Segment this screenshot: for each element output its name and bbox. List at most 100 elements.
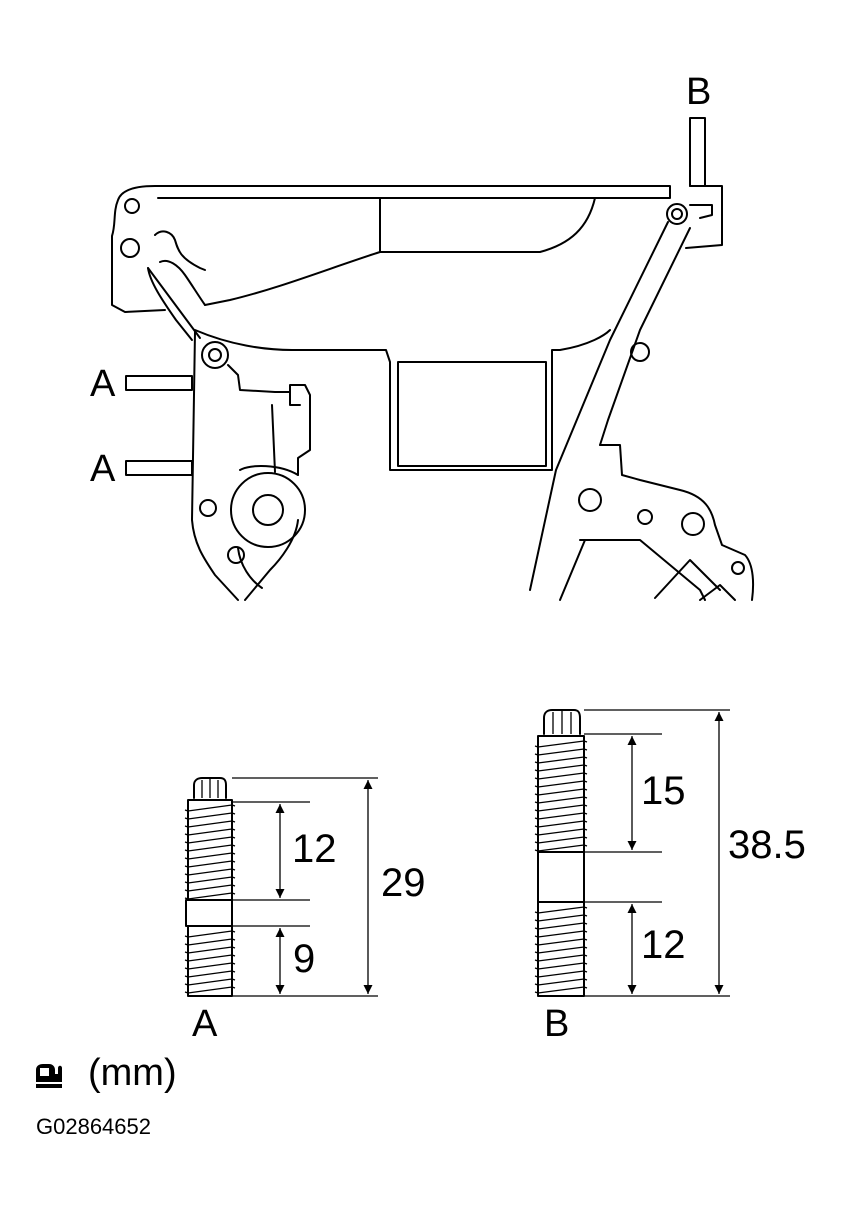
- stud-a-dimensions: [232, 777, 378, 997]
- thread-line: [537, 804, 585, 812]
- stud-marker-b: [689, 117, 706, 187]
- thread-crest: [184, 817, 189, 820]
- thread-line: [187, 820, 233, 828]
- thread-crest: [534, 983, 539, 986]
- stud-b-dim-lower: 12: [641, 923, 686, 967]
- thread-crest: [184, 991, 189, 994]
- figure-code: G02864652: [36, 1114, 151, 1139]
- thread-crest: [231, 860, 236, 863]
- thread-crest: [583, 986, 588, 989]
- thread-crest: [583, 820, 588, 823]
- thread-line: [537, 820, 585, 828]
- thread-crest: [583, 756, 588, 759]
- thread-crest: [231, 892, 236, 895]
- thread-crest: [184, 833, 189, 836]
- thread-crest: [184, 943, 189, 946]
- thread-line: [187, 812, 233, 820]
- thread-crest: [583, 906, 588, 909]
- thread-crest: [231, 986, 236, 989]
- thread-line: [537, 780, 585, 788]
- thread-crest: [583, 938, 588, 941]
- stud-marker-a-lower: [125, 460, 193, 476]
- thread-crest: [231, 962, 236, 965]
- thread-line: [187, 844, 233, 852]
- stud-a-label: A: [192, 1003, 218, 1045]
- thread-line: [187, 970, 233, 978]
- thread-crest: [231, 836, 236, 839]
- thread-crest: [534, 911, 539, 914]
- thread-crest: [184, 809, 189, 812]
- thread-crest: [534, 849, 539, 852]
- thread-crest: [184, 951, 189, 954]
- thread-crest: [534, 943, 539, 946]
- stud-b-dim-upper: 15: [641, 769, 686, 813]
- thread-crest: [534, 769, 539, 772]
- thread-line: [537, 828, 585, 836]
- stud-b-dim-total: 38.5: [728, 823, 806, 867]
- callout-a-upper: A: [90, 363, 116, 405]
- thread-line: [187, 836, 233, 844]
- thread-crest: [184, 873, 189, 876]
- thread-crest: [534, 959, 539, 962]
- stud-marker-a-upper: [125, 375, 193, 391]
- thread-line: [537, 756, 585, 764]
- thread-crest: [184, 897, 189, 900]
- thread-line: [187, 892, 233, 900]
- thread-crest: [231, 812, 236, 815]
- thread-crest: [583, 946, 588, 949]
- thread-line: [537, 740, 585, 748]
- thread-line: [537, 906, 585, 914]
- thread-crest: [231, 938, 236, 941]
- thread-line: [537, 962, 585, 970]
- stud-b-label: B: [544, 1003, 569, 1045]
- thread-crest: [583, 836, 588, 839]
- thread-line: [187, 876, 233, 884]
- thread-crest: [184, 865, 189, 868]
- thread-crest: [184, 849, 189, 852]
- thread-crest: [184, 841, 189, 844]
- thread-crest: [583, 930, 588, 933]
- thread-line: [537, 986, 585, 994]
- stud-a-dim-lower: 9: [293, 937, 315, 981]
- thread-crest: [231, 954, 236, 957]
- thread-crest: [231, 930, 236, 933]
- thread-crest: [534, 753, 539, 756]
- thread-line: [187, 978, 233, 986]
- thread-crest: [583, 788, 588, 791]
- thread-line: [187, 930, 233, 938]
- thread-crest: [534, 841, 539, 844]
- thread-line: [187, 954, 233, 962]
- thread-crest: [184, 975, 189, 978]
- thread-line: [537, 970, 585, 978]
- stud-b-drawing: [534, 709, 588, 997]
- thread-crest: [583, 748, 588, 751]
- thread-crest: [534, 745, 539, 748]
- thread-line: [537, 978, 585, 986]
- callout-a-lower: A: [90, 448, 116, 490]
- thread-line: [187, 852, 233, 860]
- thread-crest: [583, 970, 588, 973]
- thread-crest: [184, 857, 189, 860]
- thread-crest: [583, 922, 588, 925]
- thread-crest: [534, 935, 539, 938]
- thread-crest: [184, 825, 189, 828]
- thread-crest: [583, 796, 588, 799]
- thread-line: [537, 938, 585, 946]
- thread-line: [537, 844, 585, 852]
- thread-crest: [534, 975, 539, 978]
- thread-line: [537, 764, 585, 772]
- thread-crest: [583, 914, 588, 917]
- thread-crest: [534, 833, 539, 836]
- thread-crest: [534, 817, 539, 820]
- thread-line: [187, 986, 233, 994]
- thread-line: [187, 828, 233, 836]
- thread-crest: [534, 777, 539, 780]
- thread-crest: [534, 785, 539, 788]
- thread-line: [187, 884, 233, 892]
- unit-label: (mm): [88, 1052, 177, 1094]
- thread-crest: [184, 967, 189, 970]
- thread-crest: [534, 927, 539, 930]
- thread-crest: [583, 962, 588, 965]
- thread-crest: [534, 793, 539, 796]
